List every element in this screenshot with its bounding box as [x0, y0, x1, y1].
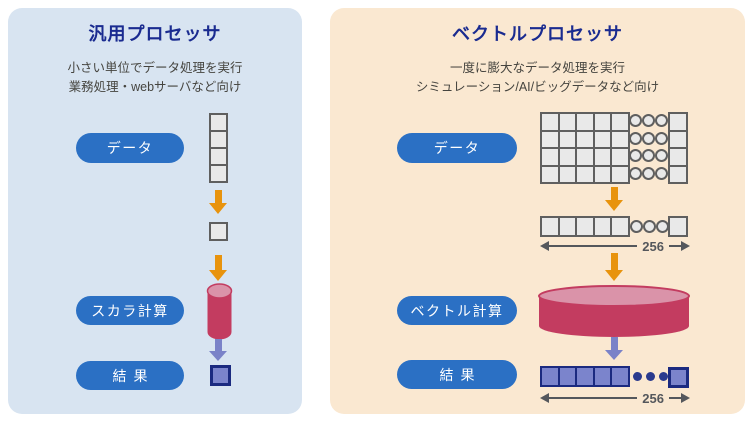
result-pill: 結果 [397, 360, 517, 389]
vector-compute-cylinder-icon [538, 285, 690, 337]
cell [211, 149, 226, 164]
cell [643, 220, 656, 233]
cell [542, 114, 558, 130]
cell [594, 114, 610, 130]
vector-result-last-element [668, 367, 689, 388]
panel-subtitle: 小さい単位でデータ処理を実行 業務処理・webサーバなど向け [8, 59, 302, 97]
cell [559, 131, 575, 147]
cell [629, 149, 642, 163]
cell [612, 218, 628, 235]
arrow-down-icon [605, 253, 623, 281]
cell [542, 218, 558, 235]
data-pill: データ [76, 133, 184, 163]
cell [577, 149, 593, 165]
arrow-down-icon [605, 187, 623, 211]
vector-result-row [540, 366, 630, 387]
cell [659, 372, 668, 381]
panel-title: 汎用プロセッサ [88, 24, 222, 44]
result-ellipsis-dots [633, 366, 668, 387]
arrow-right-icon [681, 241, 690, 251]
cell [670, 166, 686, 182]
cell [612, 166, 628, 182]
cell [559, 114, 575, 130]
cell [670, 149, 686, 165]
compute-pill: スカラ計算 [76, 296, 184, 325]
ellipsis-dots-grid [629, 112, 668, 182]
cell [655, 114, 668, 128]
panel-subtitle: 一度に膨大なデータ処理を実行 シミュレーション/AI/ビッグデータなど向け [330, 59, 745, 97]
cell [612, 114, 628, 130]
scalar-compute-cylinder-icon [206, 283, 233, 340]
cell [629, 114, 642, 128]
cell [642, 149, 655, 163]
cell [542, 368, 558, 385]
cell [594, 368, 610, 385]
subtitle-line-1: 一度に膨大なデータ処理を実行 [449, 61, 625, 75]
cell [612, 368, 628, 385]
cell [211, 115, 226, 130]
vector-processor-panel: ベクトルプロセッサ 一度に膨大なデータ処理を実行 シミュレーション/AI/ビッグ… [330, 8, 745, 414]
cell [211, 166, 226, 181]
general-processor-panel: 汎用プロセッサ 小さい単位でデータ処理を実行 業務処理・webサーバなど向け デ… [8, 8, 302, 414]
vector-data-last-column [668, 112, 688, 184]
cell [612, 131, 628, 147]
vector-data-grid [540, 112, 630, 184]
subtitle-line-2: 業務処理・webサーバなど向け [68, 80, 242, 94]
arrow-down-icon [209, 255, 227, 281]
cell [642, 166, 655, 180]
cell [211, 132, 226, 147]
cell [655, 131, 668, 145]
cell [670, 131, 686, 147]
cell [594, 149, 610, 165]
width-label: 256 [642, 390, 664, 406]
arrow-down-icon [209, 190, 227, 214]
cell [629, 131, 642, 145]
arrow-down-icon [605, 337, 623, 360]
cell [670, 114, 686, 130]
vector-register-last-element [668, 216, 688, 237]
cell [642, 131, 655, 145]
subtitle-line-2: シミュレーション/AI/ビッグデータなど向け [415, 80, 660, 94]
subtitle-line-1: 小さい単位でデータ処理を実行 [67, 61, 243, 75]
cell [577, 218, 593, 235]
result-pill: 結果 [76, 361, 184, 390]
arrow-left-icon [540, 393, 549, 403]
cell [559, 368, 575, 385]
cell [542, 149, 558, 165]
width-256-annotation: 256 [540, 239, 690, 253]
cell [559, 218, 575, 235]
cell [630, 220, 643, 233]
ellipsis-dots-row [630, 216, 669, 237]
cell [655, 149, 668, 163]
cell [559, 149, 575, 165]
cell [577, 166, 593, 182]
data-pill: データ [397, 133, 517, 163]
panel-title: ベクトルプロセッサ [452, 24, 623, 44]
compute-pill: ベクトル計算 [397, 296, 517, 325]
cell [646, 372, 655, 381]
cell [577, 114, 593, 130]
cell [594, 166, 610, 182]
cell [612, 149, 628, 165]
cell [577, 131, 593, 147]
cell [594, 131, 610, 147]
cell [594, 218, 610, 235]
cell [642, 114, 655, 128]
arrow-left-icon [540, 241, 549, 251]
scalar-data-stack [209, 113, 228, 183]
cell [629, 166, 642, 180]
cell [577, 368, 593, 385]
scalar-result-element [210, 365, 231, 386]
cell [542, 166, 558, 182]
arrow-down-icon [209, 339, 227, 361]
vector-register-row [540, 216, 630, 237]
cell [542, 131, 558, 147]
scalar-single-element [209, 222, 228, 241]
cell [655, 166, 668, 180]
cell [633, 372, 642, 381]
cell [559, 166, 575, 182]
arrow-right-icon [681, 393, 690, 403]
width-256-annotation: 256 [540, 391, 690, 405]
width-label: 256 [642, 238, 664, 254]
